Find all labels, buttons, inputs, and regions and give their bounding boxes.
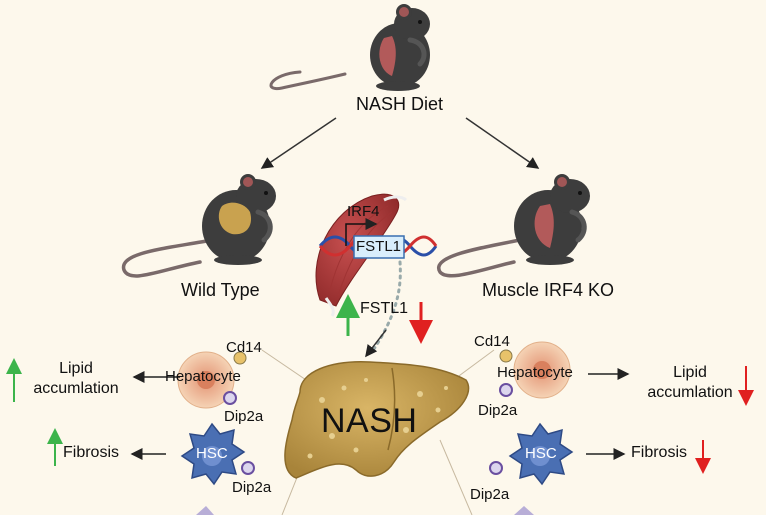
diet-to-wildtype-arrow <box>260 117 337 169</box>
hepatocyte-right-icon <box>513 341 571 399</box>
cd14-right-receptor-icon <box>499 349 513 363</box>
liver-icon <box>284 361 470 479</box>
hsc-left-icon <box>180 422 246 486</box>
cell-partial-left-icon <box>196 506 214 515</box>
dip2a-left-receptor-icon <box>223 391 237 405</box>
right-connector-bottom <box>439 439 473 515</box>
dip2a-right-receptor-icon <box>499 383 513 397</box>
fstl1-gene-label: FSTL1 <box>356 238 402 255</box>
left-hsc-label: HSC <box>196 445 228 462</box>
left-dip2a-label-2: Dip2a <box>232 479 272 496</box>
right-cd14-label: Cd14 <box>474 333 510 350</box>
right-hepatocyte-label: Hepatocyte <box>497 364 573 381</box>
cd14-left-receptor-icon <box>233 351 247 365</box>
liver-label: NASH <box>321 402 418 440</box>
right-hsc-label: HSC <box>525 445 557 462</box>
dip2a-right-hsc-receptor-icon <box>489 461 503 475</box>
fstl1-gene-box <box>353 235 405 259</box>
ko-label: Muscle IRF4 KO <box>482 280 615 300</box>
left-cd14-label: Cd14 <box>226 339 262 356</box>
right-lipid-label-2: accumlation <box>647 384 733 401</box>
left-connector-top <box>261 349 313 385</box>
mouse-ko-icon <box>437 174 590 278</box>
wild-type-label: Wild Type <box>181 280 260 300</box>
irf4-label: IRF4 <box>347 203 380 220</box>
secretion-path <box>370 260 402 354</box>
left-hepatocyte-label: Hepatocyte <box>165 368 241 385</box>
diet-to-ko-arrow <box>465 117 540 169</box>
cell-partial-right-icon <box>514 506 534 515</box>
mouse-top-icon <box>269 4 430 91</box>
left-lipid-label-1: Lipid <box>59 360 93 377</box>
mouse-wildtype-icon <box>122 174 276 278</box>
diet-label: NASH Diet <box>356 94 444 114</box>
right-dip2a-label-1: Dip2a <box>478 402 518 419</box>
right-fibrosis-label: Fibrosis <box>631 444 688 461</box>
fstl1-protein-label: FSTL1 <box>360 300 409 317</box>
irf4-promoter-arrow <box>345 218 378 246</box>
left-fibrosis-label: Fibrosis <box>63 444 120 461</box>
hsc-right-icon <box>508 422 574 486</box>
left-lipid-label-2: accumlation <box>33 380 119 397</box>
fstl1-to-liver-arrow <box>365 329 387 358</box>
hepatocyte-left-icon <box>177 351 235 409</box>
dip2a-left-hsc-receptor-icon <box>241 461 255 475</box>
right-lipid-label-1: Lipid <box>673 364 707 381</box>
left-dip2a-label-1: Dip2a <box>224 408 264 425</box>
right-dip2a-label-2: Dip2a <box>470 486 510 503</box>
